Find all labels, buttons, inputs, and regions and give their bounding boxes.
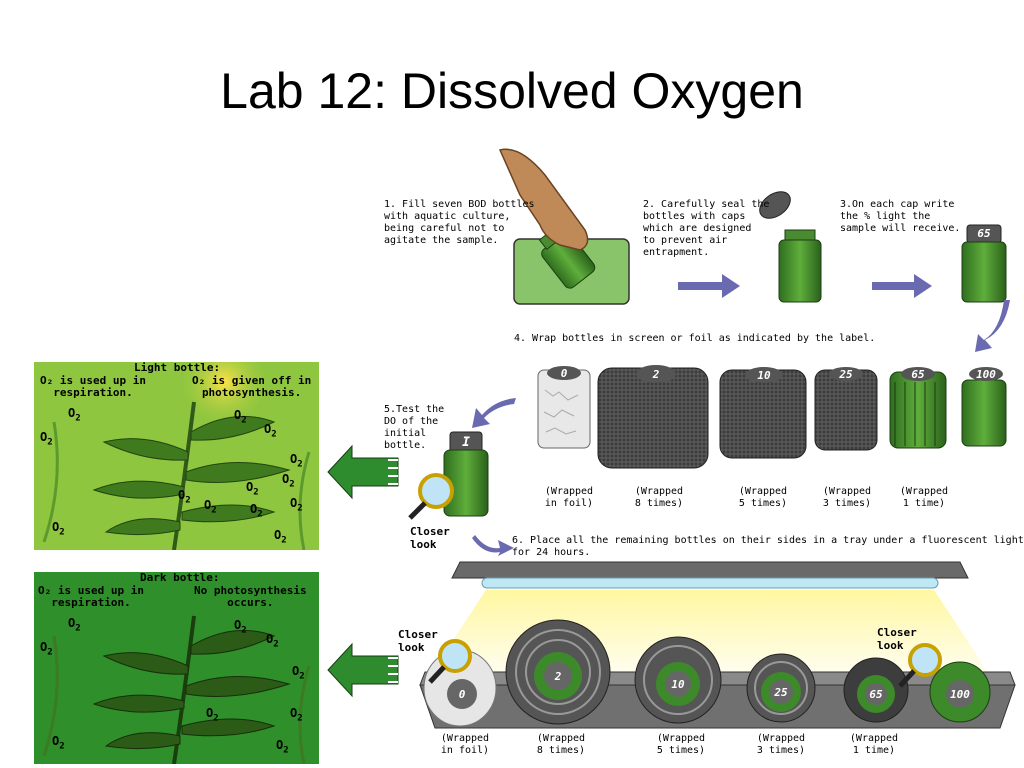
dark-panel-left: O₂ is used up in respiration. (38, 584, 144, 609)
curved-arrow-icon (975, 300, 1010, 352)
labeled-bottle-65 (961, 241, 1007, 303)
magnifier-icon (418, 473, 454, 509)
mesh-bottle-8 (597, 367, 709, 469)
magnifier-icon (908, 643, 942, 677)
bottle-cap (759, 191, 791, 219)
closer-look-label: Closer look (398, 628, 438, 654)
wrap-label: (Wrapped 3 times) (822, 486, 872, 509)
cap-label-65: 65 (977, 227, 991, 240)
o2-marker: O2 (234, 408, 247, 426)
step-4-text: 4. Wrap bottles in screen or foil as ind… (514, 333, 876, 344)
wrap-label: (Wrapped 1 time) (899, 486, 949, 509)
o2-marker: O2 (246, 480, 259, 498)
dark-panel-heading: Dark bottle: (140, 572, 220, 584)
mesh-bottle-3 (814, 369, 878, 451)
open-bottle-100 (961, 379, 1007, 447)
closer-look-label: Closer look (410, 525, 450, 551)
arrow-right-icon (872, 274, 932, 298)
o2-marker: O2 (40, 640, 53, 658)
cap-label-row: 65 (911, 368, 925, 381)
slide-title: Lab 12: Dissolved Oxygen (220, 63, 804, 119)
tray-cap-label: 2 (554, 670, 562, 683)
cap-label-initial: I (462, 435, 470, 450)
tray-cap-label: 10 (671, 678, 685, 691)
dark-bottle-panel: Dark bottle: O₂ is used up in respiratio… (34, 572, 319, 764)
tray-wrap-label: (Wrapped in foil) (440, 733, 490, 756)
cap-label-row: 10 (757, 369, 771, 382)
magnifier-icon (438, 639, 472, 673)
tray-cap-label: 100 (950, 688, 970, 701)
step-6-text: 6. Place all the remaining bottles on th… (512, 535, 1024, 558)
o2-marker: O2 (204, 498, 217, 516)
step-1-text: 1. Fill seven BOD bottles with aquatic c… (384, 199, 535, 246)
o2-marker: O2 (274, 528, 287, 546)
o2-marker: O2 (282, 472, 295, 490)
foil-bottle (537, 369, 591, 449)
o2-marker: O2 (290, 452, 303, 470)
step-5-text: 5.Test the DO of the initial bottle. (384, 404, 445, 451)
cap-label-row: 25 (839, 368, 853, 381)
wrap-label: (Wrapped in foil) (544, 486, 594, 509)
o2-marker: O2 (292, 664, 305, 682)
tray-wrap-label: (Wrapped 3 times) (756, 733, 806, 756)
o2-marker: O2 (290, 496, 303, 514)
o2-marker: O2 (276, 738, 289, 756)
hand-icon (498, 148, 589, 251)
mesh-bottle-5 (719, 369, 807, 459)
sealed-bottle (778, 239, 822, 303)
o2-marker: O2 (52, 520, 65, 538)
wrap-label: (Wrapped 5 times) (738, 486, 788, 509)
curved-arrow-icon (472, 398, 516, 428)
o2-marker: O2 (290, 706, 303, 724)
tray-wrap-label: (Wrapped 5 times) (656, 733, 706, 756)
light-fixture (451, 561, 969, 579)
o2-marker: O2 (234, 618, 247, 636)
cap-label-row: 2 (652, 368, 660, 381)
o2-marker: O2 (206, 706, 219, 724)
light-panel-heading: Light bottle: (134, 362, 221, 374)
closer-look-label: Closer look (877, 626, 917, 652)
tray-wrap-label: (Wrapped 1 time) (849, 733, 899, 756)
o2-marker: O2 (178, 488, 191, 506)
tray-wrap-label: (Wrapped 8 times) (536, 733, 586, 756)
light-bottle-panel: Light bottle: O₂ is used up in respirati… (34, 362, 319, 550)
o2-marker: O2 (52, 734, 65, 752)
dark-panel-right: No photosynthesis occurs. (194, 584, 307, 609)
curved-arrow-icon (472, 535, 514, 556)
tray-cap-label: 65 (869, 688, 883, 701)
light-panel-right: O₂ is given off in photosynthesis. (192, 374, 312, 399)
step-2-text: 2. Carefully seal the bottles with caps … (643, 199, 770, 258)
step-3-text: 3.On each cap write the % light the samp… (840, 199, 961, 234)
o2-marker: O2 (266, 632, 279, 650)
arrow-left-icon (327, 642, 399, 698)
o2-marker: O2 (68, 616, 81, 634)
tray-cap-label: 25 (774, 686, 788, 699)
arrow-right-icon (678, 274, 740, 298)
mesh-bottle-1 (889, 371, 947, 449)
cap-label-row: 0 (560, 367, 568, 380)
wrap-label: (Wrapped 8 times) (634, 486, 684, 509)
o2-marker: O2 (68, 406, 81, 424)
arrow-left-icon (327, 444, 399, 500)
o2-marker: O2 (264, 422, 277, 440)
tray-cap-label: 0 (458, 688, 466, 701)
o2-marker: O2 (250, 502, 263, 520)
cap-label-row: 100 (976, 368, 996, 381)
o2-marker: O2 (40, 430, 53, 448)
light-panel-left: O₂ is used up in respiration. (40, 374, 146, 399)
fluorescent-tube (481, 577, 939, 589)
